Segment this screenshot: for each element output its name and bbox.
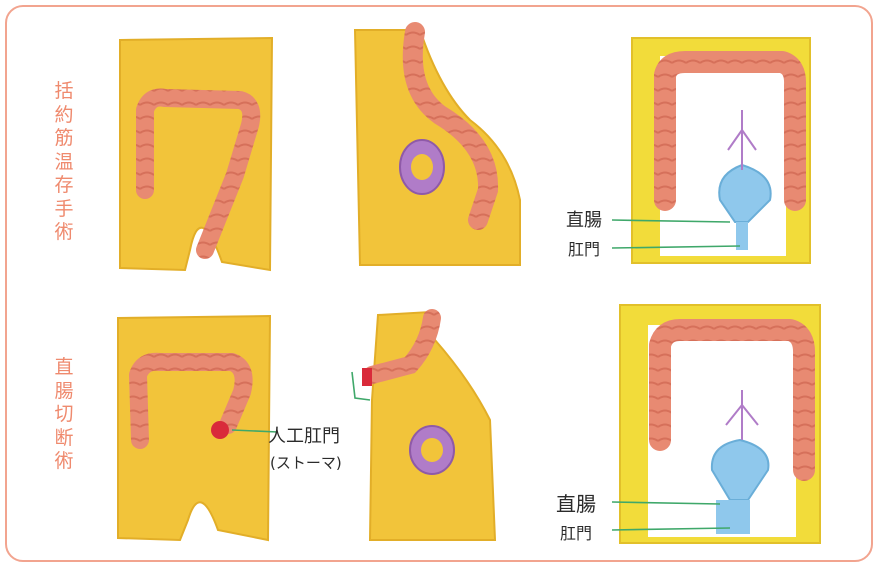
row2-side-view — [362, 312, 495, 540]
row1-rectum-label: 直腸 — [566, 206, 602, 232]
row1-anus-label: 肛門 — [568, 236, 600, 260]
row2-front-view — [118, 316, 270, 540]
row2-detail-view — [620, 305, 820, 543]
row1-detail-view — [632, 38, 810, 263]
row2-rectum-label: 直腸 — [556, 488, 596, 517]
stoma-marker — [211, 421, 229, 439]
stoma-label: 人工肛門 — [268, 422, 340, 448]
row2-anus-label: 肛門 — [560, 520, 592, 544]
row1-side-view — [355, 30, 520, 265]
stoma-sublabel: (ストーマ) — [270, 452, 342, 473]
row1-front-view — [120, 38, 272, 270]
